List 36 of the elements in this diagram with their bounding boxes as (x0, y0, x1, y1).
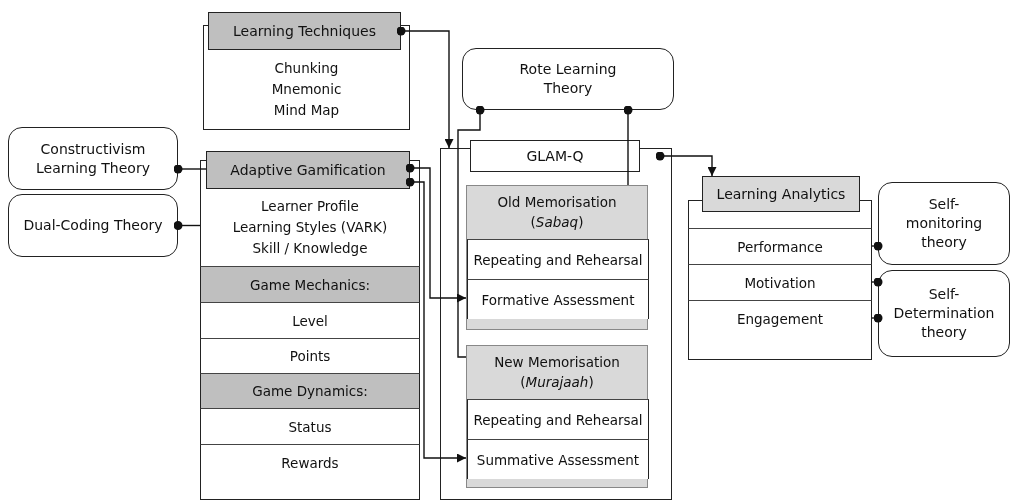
list-item: Summative Assessment (467, 439, 649, 479)
connector-line (871, 241, 883, 251)
list-item: Repeating and Rehearsal (467, 239, 649, 279)
connector-arrow (655, 151, 717, 177)
list-item: Repeating and Rehearsal (467, 399, 649, 439)
list-item: Formative Assessment (467, 279, 649, 319)
connector-line (623, 105, 633, 186)
group-heading: New Memorisation (Murajaah) (493, 352, 621, 392)
theory-box: Self-Determination theory (878, 270, 1010, 357)
list-item: Mind Map (273, 100, 340, 120)
connector-line (871, 313, 883, 323)
connector-arrow (405, 177, 467, 463)
connector-arrow (396, 26, 454, 149)
section-header: Learning Techniques (208, 12, 401, 50)
theory-box: Dual-Coding Theory (8, 194, 178, 257)
connector-arrow (405, 163, 467, 303)
memorisation-group (466, 185, 648, 330)
list-item: Learner Profile (261, 197, 359, 217)
connector-line (457, 105, 485, 358)
theory-box: Rote Learning Theory (462, 48, 674, 110)
list-item: Chunking (274, 59, 339, 78)
category-header: Game Dynamics: (200, 373, 420, 408)
theory-box: Constructivism Learning Theory (8, 127, 178, 190)
section-header: GLAM-Q (470, 140, 640, 172)
group-heading: Old Memorisation (Sabaq) (496, 192, 618, 232)
connector-line (871, 277, 883, 287)
section-header: Learning Analytics (702, 176, 860, 212)
theory-box: Self-monitoring theory (878, 182, 1010, 265)
category-header: Game Mechanics: (200, 266, 420, 302)
connector-line (173, 164, 207, 174)
list-item: Mnemonic (271, 79, 342, 99)
list-item: Learning Styles (VARK) (232, 218, 388, 238)
memorisation-group (466, 345, 648, 488)
section-header: Adaptive Gamification (206, 151, 410, 189)
connector-line (173, 221, 201, 230)
list-item: Skill / Knowledge (252, 238, 368, 258)
